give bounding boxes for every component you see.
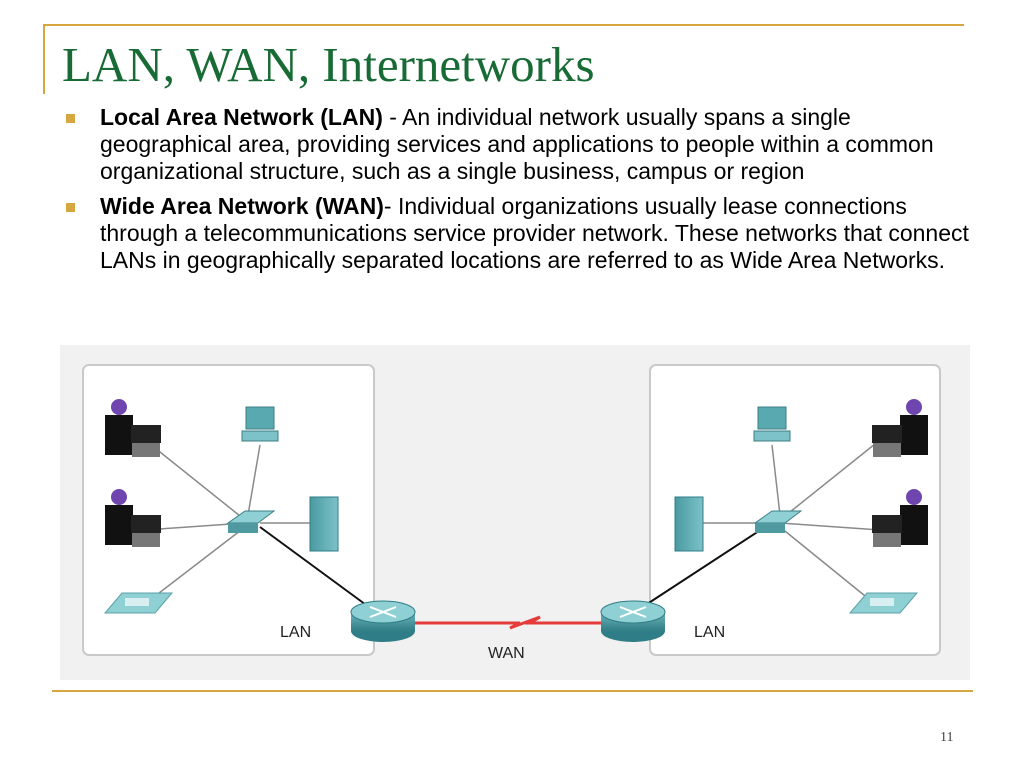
right-user-workstation-2	[872, 489, 928, 547]
bullet-square-icon	[66, 114, 75, 123]
slide-title: LAN, WAN, Internetworks	[62, 37, 595, 92]
left-ip-phone	[103, 592, 174, 614]
right-lan-links	[692, 439, 881, 601]
frame-bottom-line	[52, 690, 973, 692]
right-server	[674, 496, 704, 552]
right-ip-phone	[848, 592, 919, 614]
left-pc	[241, 406, 279, 442]
bullet-lan: Local Area Network (LAN) - An individual…	[66, 104, 976, 185]
bullet-square-icon	[66, 203, 75, 212]
bullet-wan: Wide Area Network (WAN)- Individual orga…	[66, 193, 976, 274]
frame-top-line	[43, 24, 964, 26]
left-uplink	[259, 526, 374, 611]
right-lan-box	[649, 364, 941, 656]
left-user-workstation-1	[105, 399, 161, 457]
wan-link	[395, 615, 625, 630]
bullet-wan-term: Wide Area Network (WAN)	[100, 193, 384, 219]
left-switch	[226, 510, 276, 533]
right-router	[600, 600, 666, 642]
bullet-list: Local Area Network (LAN) - An individual…	[66, 104, 976, 282]
right-uplink	[637, 526, 766, 611]
left-user-workstation-2	[105, 489, 161, 547]
left-server	[309, 496, 339, 552]
bullet-lan-text: - An individual network usually spans a …	[100, 104, 934, 184]
wan-label: WAN	[488, 645, 525, 662]
right-pc	[753, 406, 791, 442]
frame-left-line	[43, 24, 45, 94]
right-user-workstation-1	[872, 399, 928, 457]
right-switch	[753, 510, 803, 533]
right-lan-label: LAN	[694, 624, 725, 641]
page-number: 11	[940, 730, 954, 745]
left-lan-links	[144, 439, 318, 601]
bullet-wan-text: - Individual organizations usually lease…	[100, 193, 969, 273]
left-router	[350, 600, 416, 642]
bullet-lan-term: Local Area Network (LAN)	[100, 104, 383, 130]
left-lan-label: LAN	[280, 624, 311, 641]
network-diagram: LAN LAN WAN	[60, 345, 970, 680]
network-diagram-svg: LAN LAN WAN	[82, 364, 941, 662]
